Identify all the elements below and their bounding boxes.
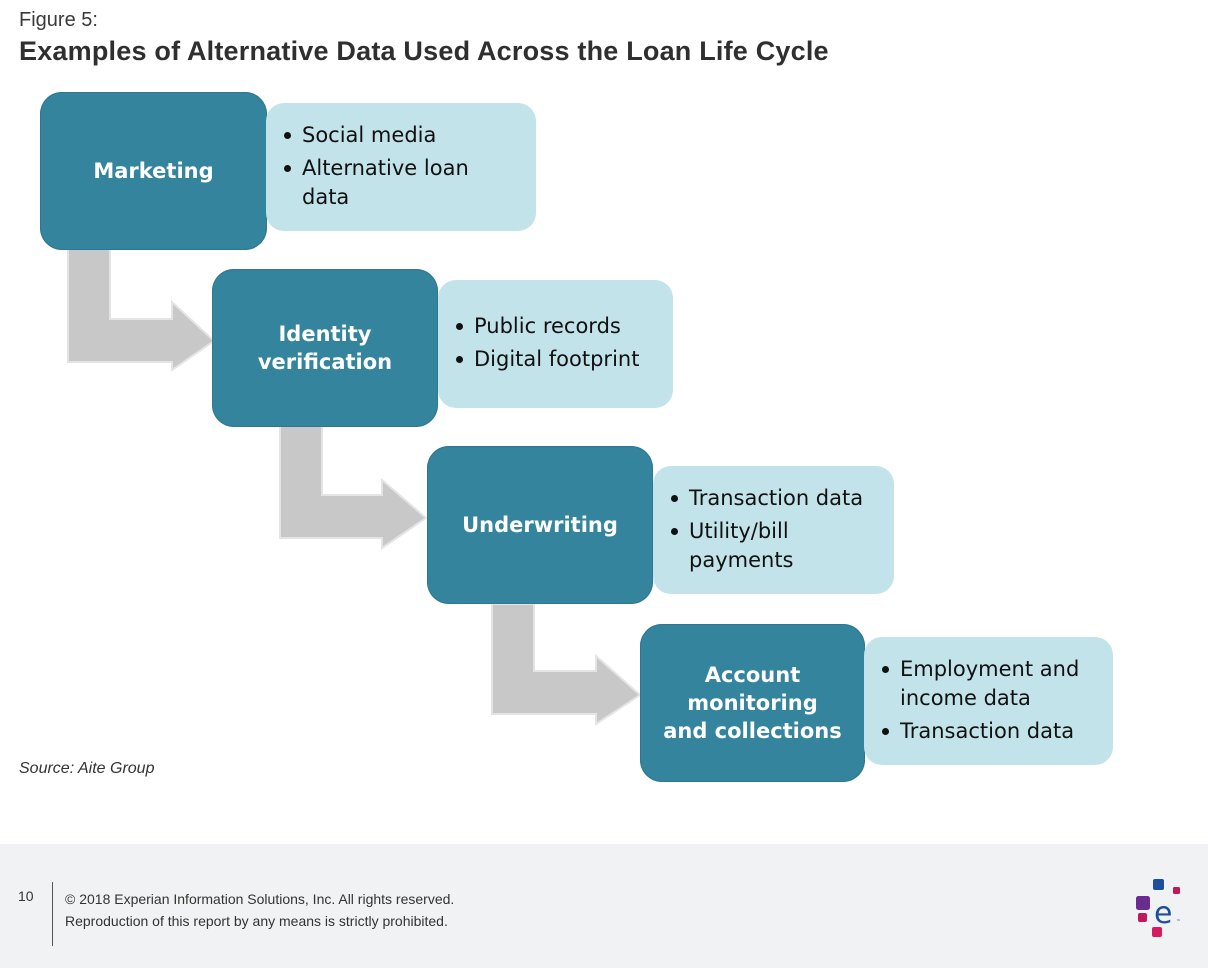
page-footer: 10 © 2018 Experian Information Solutions…: [0, 844, 1208, 968]
list-item: Public records: [454, 312, 659, 341]
stage-account-monitoring: Account monitoring and collections: [640, 624, 865, 782]
stage-label: Account monitoring and collections: [663, 663, 842, 743]
detail-account-monitoring: Employment and income data Transaction d…: [864, 637, 1113, 765]
detail-identity-verification: Public records Digital footprint: [438, 280, 673, 408]
stage-identity-verification: Identity verification: [212, 269, 438, 427]
list-item: Alternative loan data: [282, 154, 492, 212]
list-item: Digital footprint: [454, 345, 659, 374]
experian-logo-icon: e ™: [1136, 879, 1181, 937]
list-item: Transaction data: [880, 717, 1099, 746]
reproduction-notice: Reproduction of this report by any means…: [65, 913, 448, 929]
svg-text:e: e: [1154, 896, 1172, 931]
detail-underwriting: Transaction data Utility/bill payments: [653, 466, 894, 594]
stage-underwriting: Underwriting: [427, 446, 653, 604]
connector-arrow-1: [67, 247, 216, 372]
connector-arrow-3: [491, 603, 642, 726]
stage-label: Underwriting: [462, 513, 618, 537]
source-note: Source: Aite Group: [19, 760, 155, 777]
list-item: Utility/bill payments: [669, 517, 819, 575]
svg-text:™: ™: [1176, 919, 1181, 925]
copyright-notice: © 2018 Experian Information Solutions, I…: [65, 888, 454, 932]
list-item: Employment and income data: [880, 655, 1100, 713]
stage-label: Marketing: [93, 159, 214, 183]
copyright-line: © 2018 Experian Information Solutions, I…: [65, 891, 455, 907]
detail-marketing: Social media Alternative loan data: [266, 103, 536, 231]
footer-divider: [52, 882, 53, 946]
connector-arrow-2: [279, 425, 428, 550]
figure-label: Figure 5:: [19, 9, 98, 31]
stage-marketing: Marketing: [40, 92, 267, 250]
loan-lifecycle-diagram: Marketing Social media Alternative loan …: [40, 92, 1113, 782]
list-item: Social media: [282, 121, 522, 150]
stage-label: Identity verification: [257, 322, 393, 374]
page-number: 10: [18, 888, 34, 904]
list-item: Transaction data: [669, 484, 880, 513]
figure-title: Examples of Alternative Data Used Across…: [19, 36, 829, 66]
